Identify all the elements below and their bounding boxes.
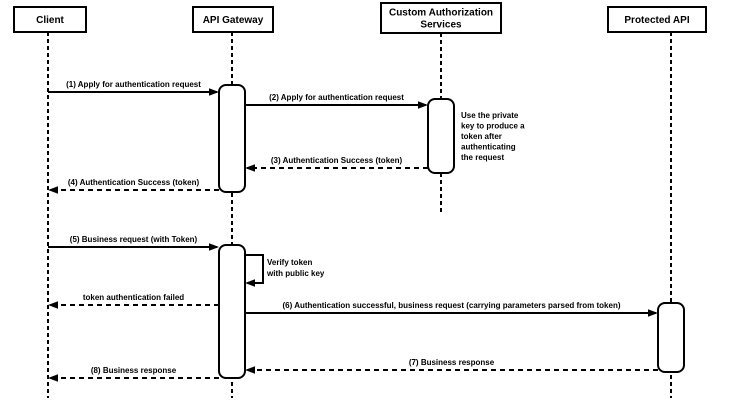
actor-box-protected-api <box>607 6 707 33</box>
arrowhead-icon <box>648 309 658 317</box>
message-label-4: (4) Authentication Success (token) <box>68 178 200 187</box>
actor-protected-api: Protected API <box>607 6 707 33</box>
message-1: (1) Apply for authentication request <box>48 80 219 96</box>
message-label-8: (7) Business response <box>409 358 495 367</box>
actor-label-protected-api: Protected API <box>624 15 689 26</box>
actor-box-api-gateway <box>192 6 274 33</box>
actor-api-gateway: API Gateway <box>192 6 274 33</box>
message-label-6: token authentication failed <box>83 293 184 302</box>
message-label-2: (2) Apply for authentication request <box>269 93 404 102</box>
message-4: (4) Authentication Success (token) <box>48 178 219 194</box>
message-label-5: (5) Business request (with Token) <box>70 235 198 244</box>
arrowhead-icon <box>418 101 428 109</box>
activation-bar-api-gateway-3 <box>218 244 246 379</box>
message-5: (5) Business request (with Token) <box>48 235 219 251</box>
actor-box-custom-authorization-services <box>380 2 502 34</box>
message-9: (8) Business response <box>48 366 219 382</box>
message-label-9: (8) Business response <box>91 366 177 375</box>
arrowhead-icon <box>245 366 255 374</box>
message-3: (3) Authentication Success (token) <box>245 156 428 172</box>
activation-bar-protected-api-4 <box>657 302 685 373</box>
message-label-7: (6) Authentication successful, business … <box>282 301 620 310</box>
arrowhead-icon <box>48 186 58 194</box>
message-7: (6) Authentication successful, business … <box>245 301 658 317</box>
message-6: token authentication failed <box>48 293 219 309</box>
actor-label-api-gateway: API Gateway <box>203 15 264 26</box>
arrowhead-icon <box>245 279 255 287</box>
actor-label-client: Client <box>36 15 64 26</box>
message-label-1: (1) Apply for authentication request <box>66 80 201 89</box>
arrowhead-icon <box>48 374 58 382</box>
actor-box-client <box>13 6 87 33</box>
arrowhead-icon <box>209 88 219 96</box>
activation-bar-api-gateway-1 <box>218 84 246 193</box>
message-label-3: (3) Authentication Success (token) <box>271 156 403 165</box>
activation-bar-custom-authorization-services-2 <box>427 98 455 174</box>
arrowhead-icon <box>48 301 58 309</box>
message-8: (7) Business response <box>245 358 658 374</box>
arrowhead-icon <box>245 164 255 172</box>
actor-client: Client <box>13 6 87 33</box>
message-2: (2) Apply for authentication request <box>245 93 428 109</box>
arrowhead-icon <box>209 243 219 251</box>
